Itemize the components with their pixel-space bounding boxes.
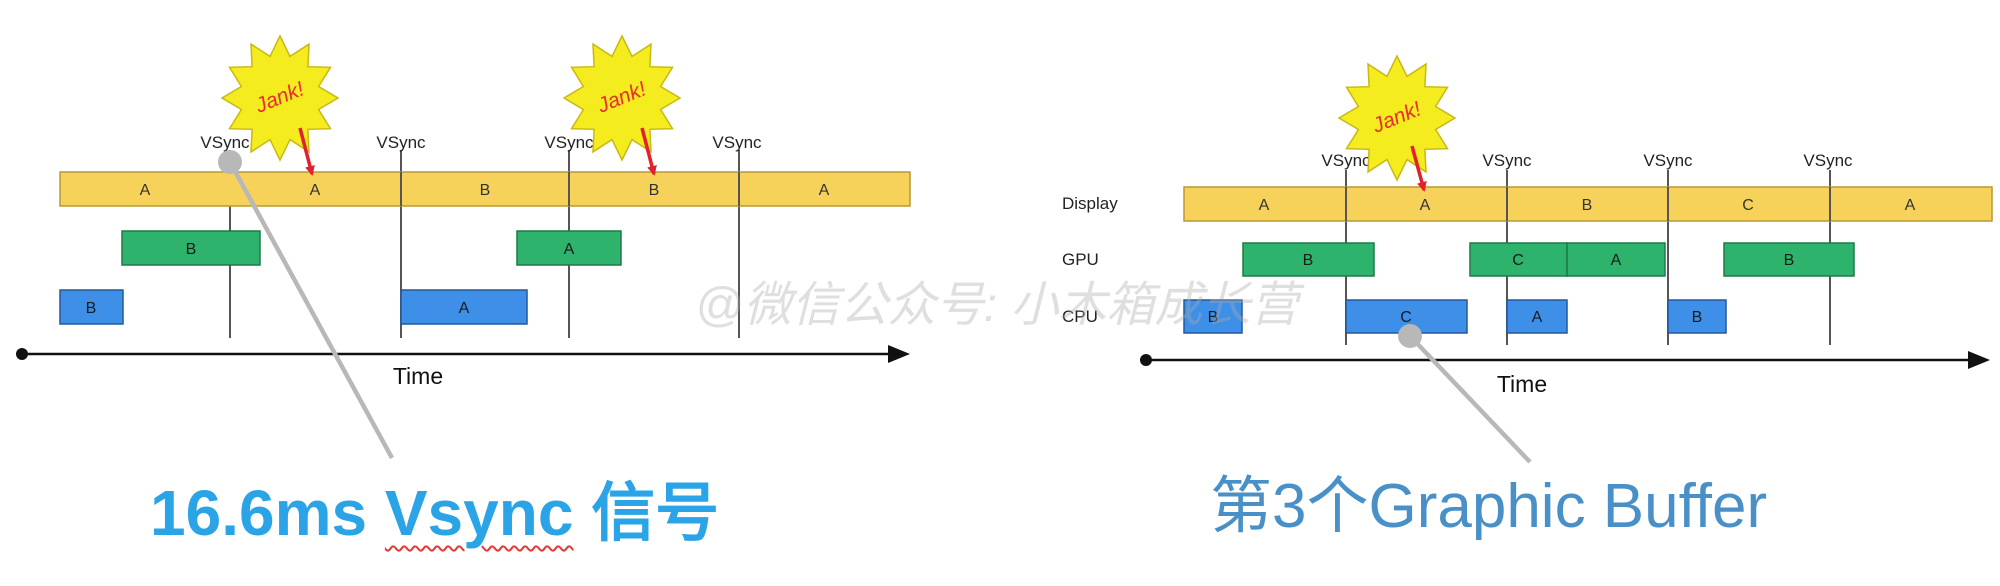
left-diagram: VSync VSync VSync VSync A A B B A B A B … <box>16 34 911 460</box>
display-frame-label: B <box>649 182 660 199</box>
jank-arrow <box>640 127 657 176</box>
caption-third-buffer: 第3个Graphic Buffer <box>1210 472 1768 541</box>
watermark: @微信公众号: 小木箱成长营 <box>695 279 1299 332</box>
cpu-block-label: A <box>459 300 470 317</box>
callout-dot <box>1398 324 1422 348</box>
callout-line <box>1408 334 1532 464</box>
callout-line <box>228 160 394 460</box>
vsync-label: VSync <box>200 133 250 152</box>
vsync-label: VSync <box>544 133 594 152</box>
right-diagram: Display GPU CPU VSync VSync VSync VSync … <box>1062 54 1993 464</box>
display-bar <box>1183 186 1993 222</box>
vsync-label: VSync <box>376 133 426 152</box>
time-label: Time <box>393 363 443 389</box>
gpu-block <box>121 230 261 266</box>
cpu-block <box>1506 299 1568 334</box>
cpu-block-label: A <box>1532 309 1543 326</box>
display-frame-label: A <box>1259 197 1270 214</box>
cpu-block <box>1183 299 1243 334</box>
jank-starburst <box>562 34 682 162</box>
caption-suffix: 信号 <box>591 477 720 549</box>
display-frame-label: A <box>1420 197 1431 214</box>
cpu-block-label: C <box>1400 309 1412 326</box>
cpu-block-label: B <box>86 300 97 317</box>
cpu-block-label: B <box>1692 309 1703 326</box>
gpu-block <box>1566 242 1666 277</box>
display-frame-label: A <box>819 182 830 199</box>
vsync-label: VSync <box>1643 151 1693 170</box>
row-label-cpu: CPU <box>1062 307 1098 326</box>
jank-starburst <box>220 34 340 162</box>
callout-dot <box>218 150 242 174</box>
gpu-block <box>1723 242 1855 277</box>
display-frame-label: B <box>480 182 491 199</box>
gpu-block-label: A <box>564 241 575 258</box>
gpu-block <box>1242 242 1375 277</box>
gpu-block-label: C <box>1512 252 1524 269</box>
vsync-label: VSync <box>1803 151 1853 170</box>
axis-arrowhead <box>888 345 910 363</box>
gpu-block-label: B <box>1303 252 1314 269</box>
display-frame-label: A <box>1905 197 1916 214</box>
cpu-block <box>400 289 528 325</box>
gpu-block-label: B <box>186 241 197 258</box>
jank-arrow <box>1410 145 1427 192</box>
cpu-block <box>59 289 124 325</box>
caption-vsync-word: Vsync <box>384 477 574 549</box>
time-label: Time <box>1497 371 1547 397</box>
gpu-block-label: A <box>1611 252 1622 269</box>
row-label-display: Display <box>1062 194 1118 213</box>
axis-origin-dot <box>16 348 28 360</box>
display-frame-label: A <box>310 182 321 199</box>
vsync-label: VSync <box>1321 151 1371 170</box>
jank-starburst <box>1337 54 1457 182</box>
cpu-block-label: B <box>1208 309 1219 326</box>
cpu-block <box>1667 299 1727 334</box>
gpu-block-label: B <box>1784 252 1795 269</box>
display-bar <box>59 171 911 207</box>
caption-number: 16.6ms <box>150 477 368 549</box>
display-frame-label: B <box>1582 197 1593 214</box>
vsync-label: VSync <box>712 133 762 152</box>
axis-arrowhead <box>1968 351 1990 369</box>
gpu-block <box>516 230 622 266</box>
display-frame-label: C <box>1742 197 1754 214</box>
caption-vsync-signal: 16.6ms Vsync 信号 <box>150 462 719 554</box>
row-label-gpu: GPU <box>1062 250 1099 269</box>
jank-arrow <box>298 127 315 176</box>
axis-origin-dot <box>1140 354 1152 366</box>
display-frame-label: A <box>140 182 151 199</box>
vsync-label: VSync <box>1482 151 1532 170</box>
